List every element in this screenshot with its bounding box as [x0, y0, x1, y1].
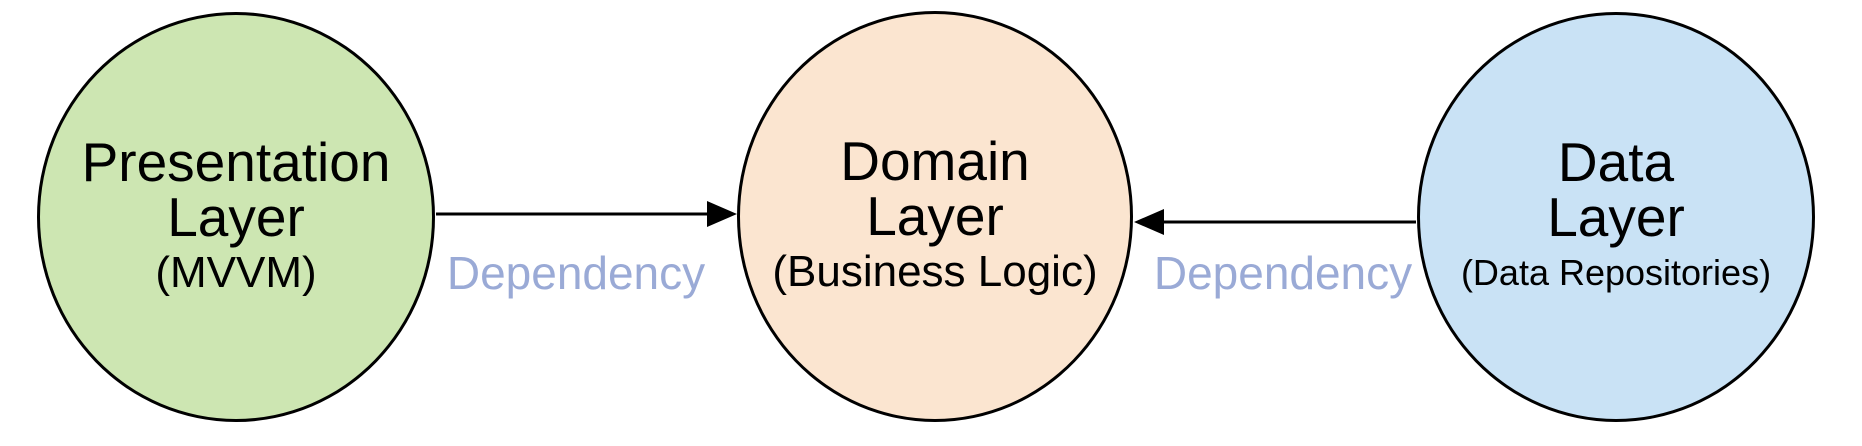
node-title-line: Layer	[866, 185, 1004, 247]
node-subtitle: (Business Logic)	[772, 247, 1098, 296]
node-subtitle: (MVVM)	[155, 247, 317, 297]
node-title-line: Domain	[840, 130, 1030, 192]
node-title-line: Data	[1557, 130, 1675, 193]
node-domain-layer: Domain Layer (Business Logic)	[737, 11, 1133, 422]
node-data-layer: Data Layer (Data Repositories)	[1417, 12, 1815, 422]
node-title-line: Layer	[167, 185, 305, 248]
node-presentation-layer: Presentation Layer (MVVM)	[37, 12, 435, 422]
node-subtitle: (Data Repositories)	[1460, 251, 1772, 293]
arrow-head-left-icon	[1134, 209, 1164, 235]
arrow-presentation-to-domain	[436, 201, 737, 227]
arrow-data-to-domain	[1134, 209, 1416, 235]
arrow-head-right-icon	[707, 201, 737, 227]
node-title-line: Presentation	[81, 130, 391, 193]
edge-label-dependency-left: Dependency	[446, 247, 706, 299]
edge-label-dependency-right: Dependency	[1153, 247, 1413, 299]
node-title-line: Layer	[1547, 185, 1685, 248]
